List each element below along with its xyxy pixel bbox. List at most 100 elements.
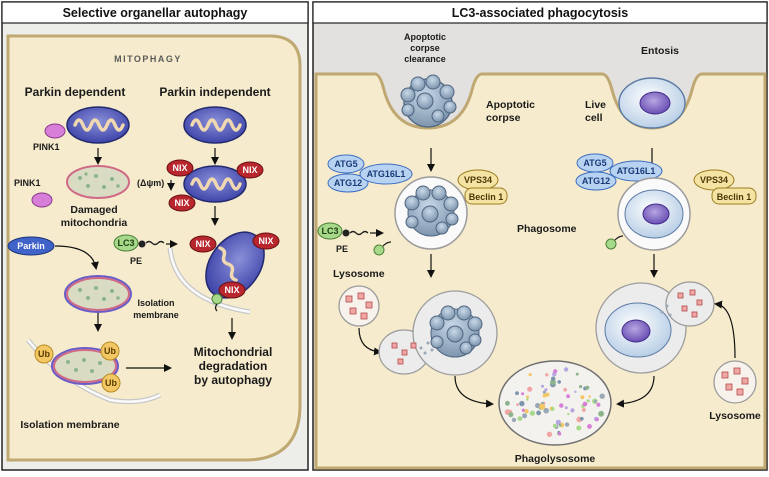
debris-particle: [574, 390, 577, 393]
nix-protein-6: [218, 281, 246, 299]
ub-tag-3: [101, 373, 121, 393]
debris-particle: [542, 393, 547, 398]
nix-mitochondrion: [183, 165, 247, 203]
vps34-complex-right: VPS34 Beclin 1: [693, 169, 757, 205]
debris-particle: [511, 417, 517, 423]
debris-particle: [563, 367, 569, 372]
ub-tag-2: [100, 341, 120, 361]
right-panel-title: LC3-associated phagocytosis: [452, 6, 628, 20]
lc3-protein-right: [317, 222, 343, 240]
debris-particle: [582, 401, 588, 407]
svg-text:ATG5: ATG5: [334, 159, 357, 169]
parkin-bound-mitochondrion: [64, 275, 132, 313]
nix-protein-1: [166, 159, 194, 177]
debris-particle: [526, 395, 529, 399]
debris-particle: [579, 385, 583, 389]
lc3-bound-phagosome-right: [605, 238, 617, 250]
pe-label-right: PE: [336, 244, 348, 254]
svg-text:ATG12: ATG12: [582, 176, 610, 186]
debris-particle: [555, 419, 562, 425]
pink1-protein: [44, 123, 66, 139]
debris-particle: [516, 403, 519, 406]
debris-particle: [515, 391, 519, 396]
phagosome-live-cell: [617, 177, 691, 251]
debris-particle: [545, 373, 549, 377]
mitophagy-section-label: MITOPHAGY: [114, 54, 182, 64]
debris-particle: [596, 402, 601, 407]
debris-particle: [579, 416, 584, 421]
debris-particle: [594, 399, 597, 403]
debris-particle: [557, 380, 561, 384]
debris-particle: [517, 416, 523, 421]
svg-text:LC3: LC3: [321, 226, 338, 236]
pink1-label-2: PINK1: [14, 178, 41, 188]
debris-particle: [581, 408, 586, 412]
membrane-potential-label: (Δψm): [137, 178, 164, 188]
debris-particle: [564, 422, 570, 427]
debris-particle: [550, 379, 556, 385]
svg-text:LC3: LC3: [117, 238, 134, 248]
left-panel-title: Selective organellar autophagy: [63, 6, 248, 20]
healthy-mitochondrion-independent: [183, 106, 247, 144]
debris-particle: [508, 412, 514, 418]
nix-protein-2: [236, 161, 264, 179]
debris-particle: [588, 395, 591, 398]
apoptotic-clearance-label-2: corpse: [410, 43, 440, 53]
pe-label-left: PE: [130, 256, 142, 266]
parkin-label: Parkin: [17, 241, 45, 251]
isolation-membrane-label-1: Isolation: [137, 298, 174, 308]
svg-text:NIX: NIX: [195, 239, 210, 249]
svg-text:Ub: Ub: [38, 349, 50, 359]
debris-particle: [580, 395, 585, 400]
degradation-label-2: degradation: [199, 359, 268, 373]
debris-particle: [542, 390, 547, 394]
debris-particle: [552, 423, 558, 428]
debris-particle: [546, 431, 553, 437]
svg-text:VPS34: VPS34: [464, 175, 492, 185]
lc3-bound-independent: [211, 293, 223, 305]
damaged-label-1: Damaged: [70, 204, 117, 216]
svg-text:NIX: NIX: [174, 198, 189, 208]
debris-particle: [570, 408, 575, 413]
nix-protein-3: [168, 194, 196, 212]
debris-particle: [544, 388, 548, 392]
debris-particle: [595, 418, 599, 422]
atg-complex-right: ATG5 ATG12 ATG16L1: [575, 153, 663, 191]
debris-particle: [526, 398, 529, 401]
debris-particle: [553, 369, 558, 374]
phagolysosome: [498, 360, 612, 446]
apoptotic-corpse-label-1: Apoptotic: [486, 99, 535, 111]
ubiquitinated-mitochondrion: [51, 347, 119, 385]
lysosome-label-left: Lysosome: [333, 268, 385, 280]
debris-particle: [535, 402, 541, 409]
lysosome-right: [713, 360, 757, 404]
svg-text:Ub: Ub: [104, 346, 116, 356]
degradation-label-1: Mitochondrial: [194, 345, 273, 359]
debris-particle: [529, 410, 536, 416]
svg-text:ATG16L1: ATG16L1: [367, 169, 406, 179]
atg-complex-left: ATG5 ATG12 ATG16L1: [327, 154, 413, 193]
debris-particle: [522, 413, 528, 419]
svg-text:ATG16L1: ATG16L1: [617, 166, 656, 176]
debris-particle: [505, 400, 510, 406]
svg-text:Beclin 1: Beclin 1: [717, 192, 752, 202]
phagosome-corpse: [394, 176, 468, 250]
debris-particle: [539, 403, 546, 410]
debris-particle: [524, 409, 529, 414]
debris-particle: [527, 386, 533, 392]
apoptotic-corpse-cup: [400, 74, 457, 128]
lysosome-label-right: Lysosome: [709, 410, 761, 422]
debris-particle: [587, 424, 592, 429]
svg-text:NIX: NIX: [258, 236, 273, 246]
svg-text:VPS34: VPS34: [700, 175, 728, 185]
parkin-protein: [7, 236, 55, 256]
svg-text:ATG5: ATG5: [583, 158, 606, 168]
isolation-membrane-label-2: membrane: [133, 310, 179, 320]
ub-tag-1: [34, 344, 54, 364]
pink1-label-1: PINK1: [33, 142, 60, 152]
pe-anchor-left: [138, 240, 146, 248]
pink1-protein-2: [31, 192, 53, 208]
degradation-label-3: by autophagy: [194, 373, 272, 387]
debris-particle: [567, 412, 570, 416]
debris-particle: [599, 393, 605, 399]
